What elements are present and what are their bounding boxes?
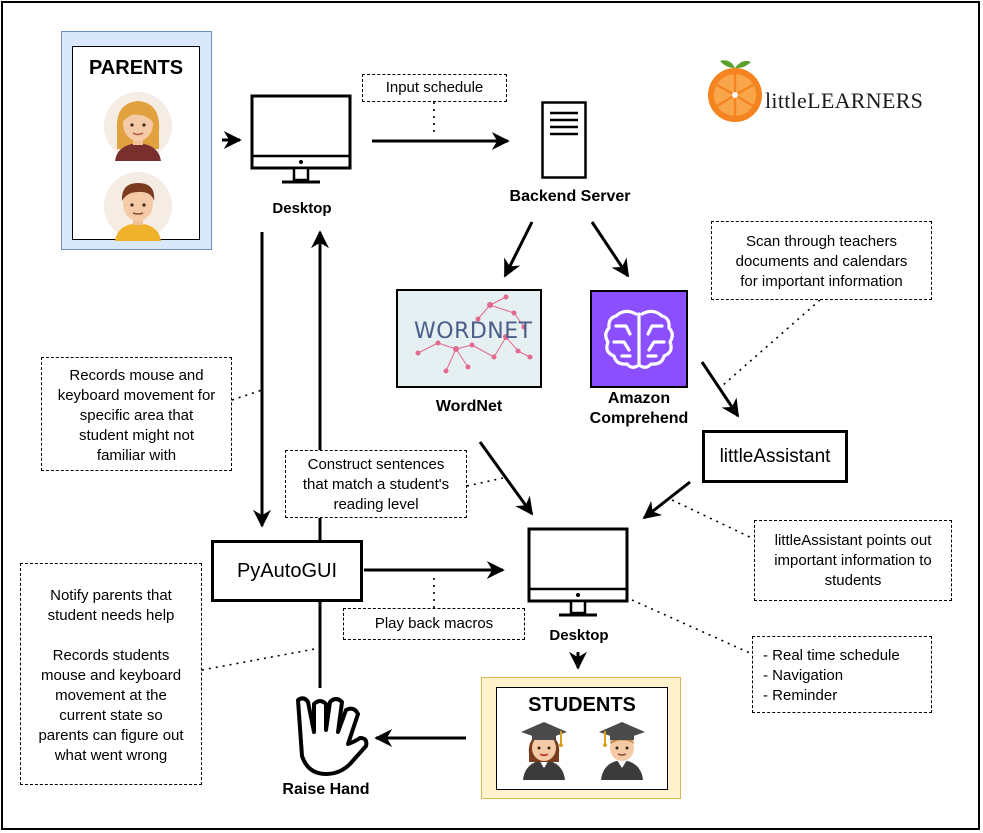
raise-hand-label: Raise Hand bbox=[282, 781, 370, 798]
orange-logo-icon bbox=[708, 60, 762, 122]
desktop-top-label: Desktop bbox=[272, 200, 332, 217]
feature-item: - Reminder bbox=[763, 687, 838, 704]
desktop-bottom-label: Desktop bbox=[549, 627, 609, 644]
wordnet-network-icon bbox=[415, 294, 533, 374]
pyautogui-box: PyAutoGUI bbox=[211, 540, 363, 602]
little-assistant-box: littleAssistant bbox=[702, 430, 848, 483]
father-avatar-icon bbox=[104, 172, 172, 241]
students-group: STUDENTS bbox=[481, 677, 681, 799]
girl-graduate-icon bbox=[521, 722, 567, 780]
assistant-points-note: littleAssistant points out important inf… bbox=[754, 520, 952, 601]
dots-assistant-points bbox=[671, 499, 757, 541]
play-back-note: Play back macros bbox=[343, 608, 525, 640]
boy-graduate-icon bbox=[599, 722, 645, 780]
records-note: Records mouse and keyboard movement for … bbox=[41, 357, 232, 471]
parents-title: PARENTS bbox=[88, 57, 184, 79]
backend-server-label: Backend Server bbox=[509, 188, 631, 205]
input-schedule-note: Input schedule bbox=[362, 74, 507, 102]
construct-note: Construct sentences that match a student… bbox=[285, 450, 467, 518]
students-title: STUDENTS bbox=[528, 694, 636, 716]
parents-group: PARENTS bbox=[61, 31, 212, 250]
dots-features bbox=[631, 599, 753, 655]
desktop-bottom-monitor-icon bbox=[527, 527, 629, 617]
little-assistant-label: littleAssistant bbox=[719, 445, 831, 467]
feature-item: - Real time schedule bbox=[763, 647, 900, 664]
wordnet-logo: WORDNET bbox=[396, 289, 542, 388]
features-note: - Real time schedule - Navigation - Remi… bbox=[752, 636, 932, 713]
feature-item: - Navigation bbox=[763, 667, 844, 684]
arrow-backend-to-wordnet bbox=[503, 221, 534, 278]
wordnet-label: WordNet bbox=[435, 398, 503, 415]
students-card: STUDENTS bbox=[496, 687, 668, 790]
notify-note: Notify parents that student needs help R… bbox=[20, 563, 202, 785]
arrow-assistant-to-desktop bbox=[642, 480, 691, 520]
pyautogui-label: PyAutoGUI bbox=[236, 559, 338, 582]
brain-icon bbox=[604, 309, 674, 369]
mother-avatar-icon bbox=[104, 92, 172, 161]
wordnet-logo-text: WORDNET bbox=[414, 319, 533, 344]
raise-hand-icon bbox=[296, 696, 369, 776]
arrow-comprehend-to-assistant bbox=[700, 361, 740, 418]
dots-records bbox=[231, 389, 263, 401]
amazon-comprehend-label: Amazon Comprehend bbox=[589, 390, 689, 427]
parents-card: PARENTS bbox=[72, 46, 200, 241]
dots-construct bbox=[466, 477, 504, 487]
dots-notify bbox=[201, 647, 321, 671]
desktop-top-monitor-icon bbox=[250, 94, 352, 184]
scan-note: Scan through teachers documents and cale… bbox=[711, 221, 932, 300]
arrow-backend-to-comprehend bbox=[590, 221, 630, 278]
arrow-wordnet-to-desktop bbox=[478, 441, 534, 516]
brand-name: littleLEARNERS bbox=[765, 88, 924, 113]
amazon-comprehend-icon bbox=[590, 290, 688, 388]
dots-scan bbox=[721, 299, 821, 387]
server-icon bbox=[541, 101, 587, 179]
